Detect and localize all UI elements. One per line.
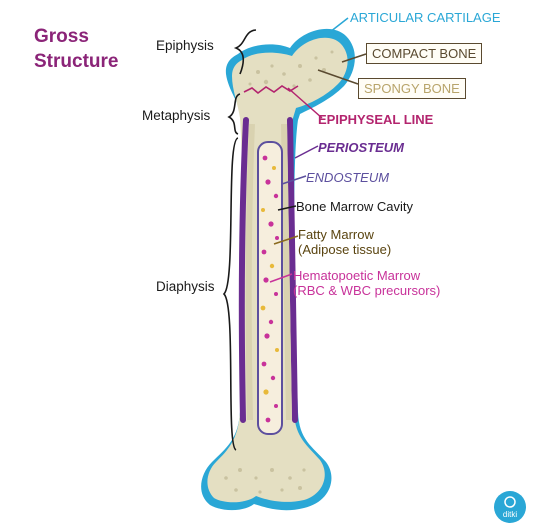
bone-marrow-cavity-label: Bone Marrow Cavity: [296, 199, 414, 214]
fatty-marrow-line1: Fatty Marrow: [298, 227, 374, 242]
spongy-bone-label: SPONGY BONE: [358, 78, 466, 99]
marrow-cavity-leader: [277, 205, 297, 211]
diagram-title: Gross Structure: [34, 24, 144, 74]
endosteum-leader: [281, 175, 307, 185]
periosteum-label: PERIOSTEUM: [318, 140, 404, 155]
epiphyseal-line-leader: [287, 87, 323, 119]
spongy-bone-leader: [317, 69, 359, 85]
ditki-logo-mark: ditki: [494, 491, 526, 523]
ditki-logo: ditki: [493, 490, 527, 524]
bone-marrow-cavity: [257, 141, 283, 435]
diaphysis-brace: [222, 137, 239, 451]
compact-bone-wall: [245, 123, 292, 421]
fatty-marrow-line2: (Adipose tissue): [298, 242, 392, 257]
epiphyseal-line: [243, 85, 299, 95]
endosteum-label: ENDOSTEUM: [306, 170, 390, 185]
compact-bone-leader: [341, 53, 367, 63]
diaphysis-label: Diaphysis: [156, 279, 215, 294]
hematopoetic-line1: Hematopoetic Marrow: [293, 268, 421, 283]
hematopoetic-leader: [269, 273, 293, 283]
diagram-title-text: Gross Structure: [34, 26, 119, 72]
articular-cartilage-leader: [329, 17, 349, 33]
articular-cartilage-label: ARTICULAR CARTILAGE: [350, 10, 501, 25]
fatty-marrow-leader: [273, 235, 299, 245]
marrow-dots: [260, 155, 279, 423]
epiphyseal-line-label: EPIPHYSEAL LINE: [318, 112, 434, 127]
compact-bone-label: COMPACT BONE: [366, 43, 483, 64]
epiphysis-brace: [233, 29, 257, 75]
logo-text: ditki: [503, 510, 517, 519]
epiphysis-label: Epiphysis: [156, 38, 214, 53]
metaphysis-label: Metaphysis: [142, 108, 211, 123]
periosteum-layer: [238, 117, 298, 423]
periosteum-leader: [294, 145, 319, 159]
hematopoetic-line2: (RBC & WBC precursors): [293, 283, 441, 298]
fatty-marrow-label: Fatty Marrow (Adipose tissue): [298, 227, 391, 257]
metaphysis-brace: [227, 93, 241, 135]
hematopoetic-marrow-label: Hematopoetic Marrow (RBC & WBC precursor…: [293, 268, 440, 298]
